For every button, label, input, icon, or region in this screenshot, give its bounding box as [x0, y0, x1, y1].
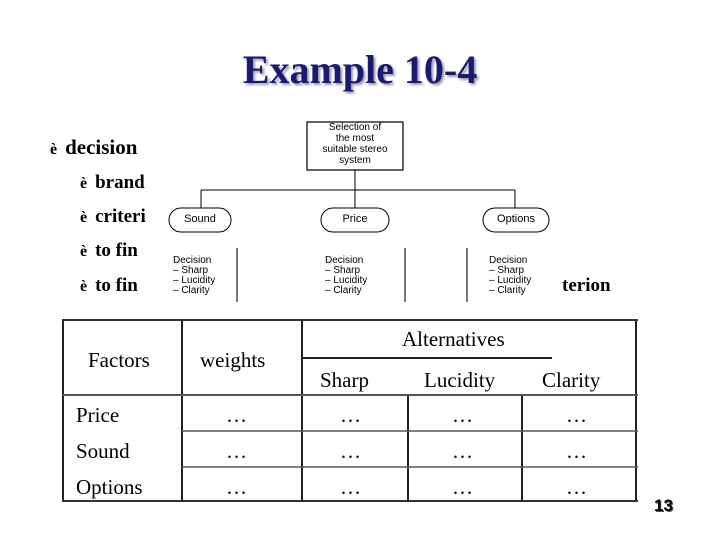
bullet-criteria: è criteri [80, 206, 146, 228]
factors-table: Factors weights Alternatives Sharp Lucid… [62, 318, 638, 503]
bullet-find-1: è to fin [80, 240, 138, 262]
bullet-text: decision [65, 135, 138, 159]
table-cell: … [452, 403, 473, 427]
header-weights: weights [200, 348, 266, 372]
table-cell: … [452, 475, 473, 499]
table-cell: … [226, 439, 247, 463]
bullet-tail: terion [562, 275, 611, 296]
table-cell: … [340, 439, 361, 463]
row-factor-price: Price [76, 403, 120, 427]
page-number: 13 [654, 496, 673, 515]
header-factors: Factors [88, 348, 150, 372]
arrow-icon: è [80, 209, 88, 226]
header-alt-lucidity: Lucidity [424, 368, 496, 392]
table-grid [62, 319, 638, 502]
bullet-text: to fin [95, 275, 138, 296]
slide-title: Example 10-4 [242, 47, 478, 92]
bullet-decision: è decision [50, 135, 137, 160]
decision-price: Decision – Sharp – Lucidity – Clarity [325, 255, 368, 296]
header-alt-sharp: Sharp [320, 368, 369, 392]
bullet-text: to fin [95, 240, 138, 261]
table-cell: … [340, 475, 361, 499]
table-cell: … [226, 403, 247, 427]
table-cell: … [340, 403, 361, 427]
bullet-text: criteri [95, 206, 146, 227]
table-cell: … [566, 475, 587, 499]
arrow-icon: è [80, 175, 88, 192]
arrow-icon: è [50, 141, 58, 158]
criterion-price: Price [342, 213, 368, 225]
table-cell: … [566, 403, 587, 427]
row-factor-sound: Sound [76, 439, 130, 463]
arrow-icon: è [80, 243, 88, 260]
table-cell: … [452, 439, 473, 463]
hierarchy-diagram: Selection of the most suitable stereo sy… [165, 120, 555, 310]
table-cell: … [566, 439, 587, 463]
decision-options: Decision – Sharp – Lucidity – Clarity [489, 255, 532, 296]
header-alternatives: Alternatives [402, 327, 505, 351]
bullet-find-2: è to fin [80, 275, 138, 297]
table-cell: … [226, 475, 247, 499]
diagram-lines [168, 121, 550, 302]
row-factor-options: Options [76, 475, 143, 499]
criterion-options: Options [497, 213, 535, 225]
criterion-sound: Sound [184, 213, 216, 225]
decision-sound: Decision – Sharp – Lucidity – Clarity [173, 255, 216, 296]
bullet-text: brand [95, 172, 145, 193]
arrow-icon: è [80, 278, 88, 295]
diagram-root-label: Selection of the most suitable stereo sy… [322, 122, 388, 166]
header-alt-clarity: Clarity [542, 368, 601, 392]
